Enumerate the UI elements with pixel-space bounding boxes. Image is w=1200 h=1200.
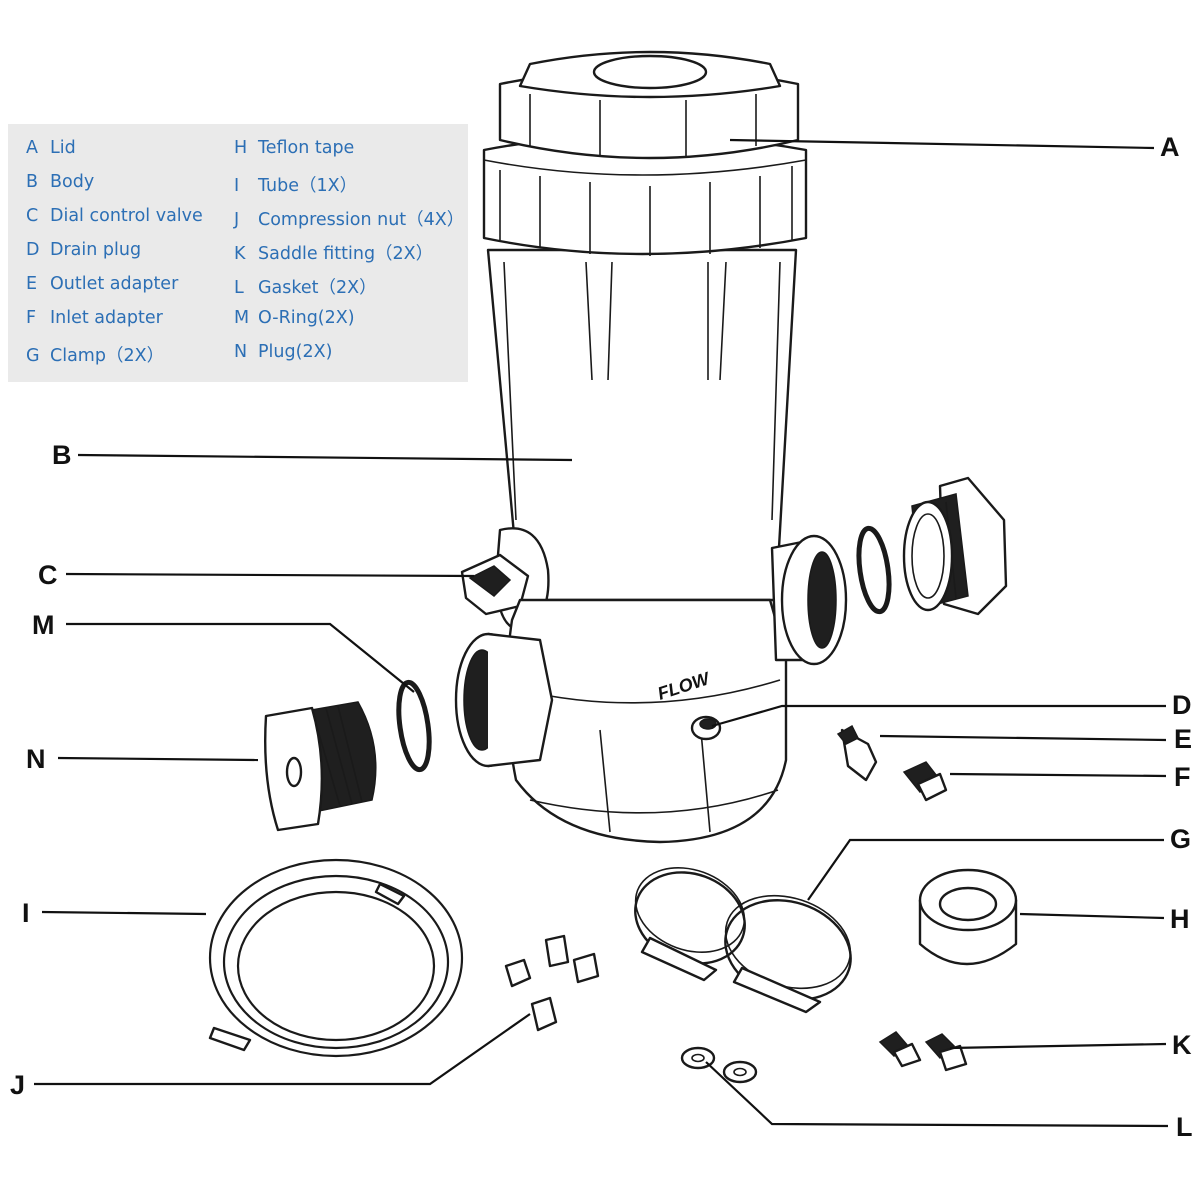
gasket-parts — [680, 1046, 758, 1084]
saddle-fitting-parts — [878, 1031, 968, 1072]
callout-a: A — [1160, 132, 1180, 162]
leader-lines — [34, 138, 1169, 1128]
callout-f: F — [1174, 762, 1191, 792]
callout-m: M — [32, 610, 55, 640]
callout-j: J — [10, 1070, 25, 1100]
plug-part — [264, 701, 377, 832]
callout-c: C — [38, 560, 58, 590]
callout-labels: A B C M N D E F G H I J K L — [10, 132, 1193, 1142]
callout-g: G — [1170, 824, 1191, 854]
callout-d: D — [1172, 690, 1192, 720]
callout-n: N — [26, 744, 46, 774]
inlet-adapter-part — [902, 761, 948, 802]
outlet-adapter-part — [836, 724, 878, 782]
outlet-port — [770, 534, 848, 666]
outlet-o-ring — [856, 525, 892, 615]
o-ring-part — [396, 679, 432, 773]
drain-plug-part — [690, 715, 722, 741]
lid-part — [482, 50, 808, 256]
callout-h: H — [1170, 904, 1190, 934]
tube-part — [208, 858, 464, 1058]
teflon-tape-part — [918, 868, 1018, 966]
clamp-parts — [634, 867, 852, 1014]
callout-b: B — [52, 440, 72, 470]
callout-k: K — [1172, 1030, 1192, 1060]
callout-l: L — [1176, 1112, 1193, 1142]
callout-i: I — [22, 898, 30, 928]
outlet-adapter-body — [902, 476, 1008, 616]
callout-e: E — [1174, 724, 1192, 754]
inlet-port — [454, 632, 554, 768]
compression-nut-parts — [504, 934, 600, 1032]
